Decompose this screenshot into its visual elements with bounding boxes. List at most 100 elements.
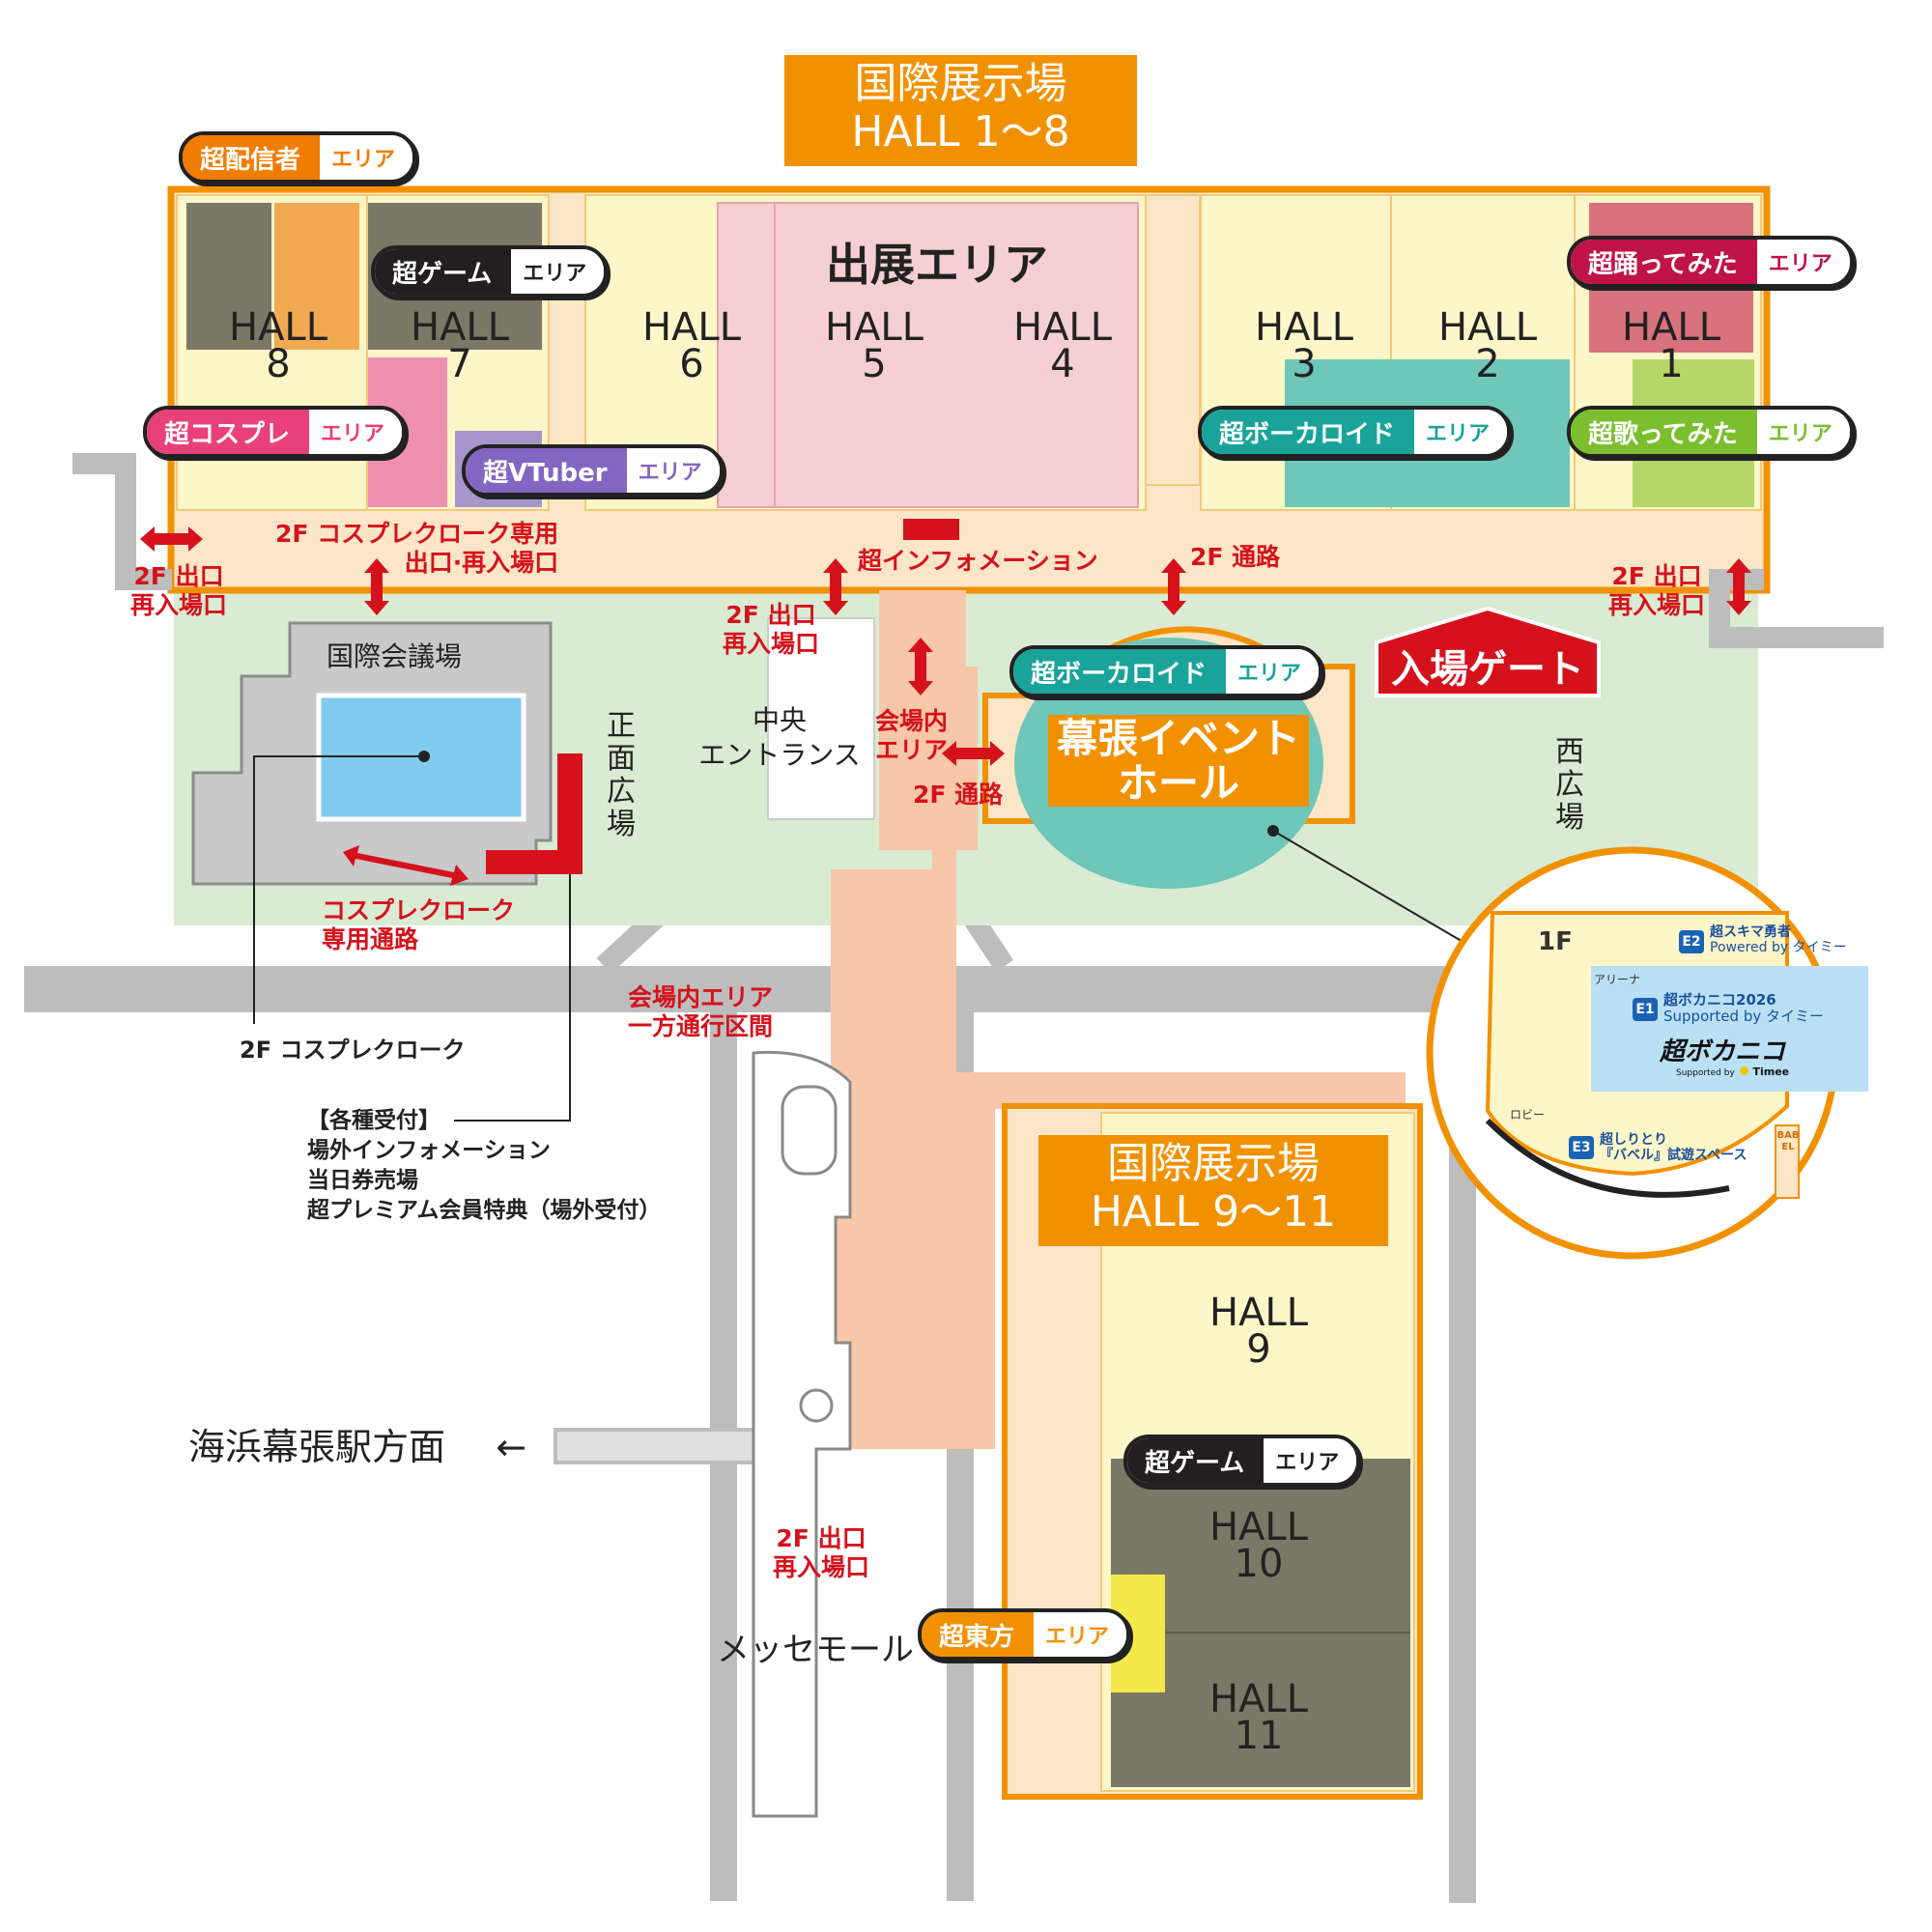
hall-7-line2: 7 <box>447 342 472 386</box>
hall-11-line2: 11 <box>1234 1714 1284 1758</box>
badge-cosplay-sub: エリア <box>309 410 403 454</box>
exit-mall-label: 2F 出口再入場口 <box>773 1524 869 1582</box>
oneway-line2: 一方通行区間 <box>628 1012 774 1040</box>
oneway-label: 会場内エリア一方通行区間 <box>628 983 773 1041</box>
exhibit-area-title: 出展エリア <box>826 239 1048 291</box>
inset-e2-code: E2 <box>1679 930 1704 953</box>
west-plaza-label: 西広場 <box>1555 735 1584 835</box>
leader-line-reception <box>454 874 571 1122</box>
hall-9-11-title-line2: HALL 9〜11 <box>1090 1187 1337 1236</box>
hall-8-line1: HALL <box>228 305 327 350</box>
badge-game-top-main: 超ゲーム <box>375 249 512 294</box>
hall-6-line1: HALL <box>641 305 741 350</box>
hall-10-line2: 10 <box>1234 1542 1284 1586</box>
exit-right-line1: 2F 出口 <box>1611 562 1702 590</box>
inset-e1-logo-brand: Timee <box>1752 1065 1790 1078</box>
exit-right-label: 2F 出口再入場口 <box>1608 562 1705 620</box>
station-arrow-icon: ← <box>496 1426 526 1468</box>
inset-e3-text: 超しりとり 『バベル』試遊スペース <box>1600 1132 1747 1163</box>
exit-left-label: 2F 出口再入場口 <box>130 562 227 620</box>
entry-gate-label: 入場ゲート <box>1391 647 1584 692</box>
event-hall-title-box <box>1048 715 1309 807</box>
cloak-exit-label: 2F コスプレクローク専用出口·再入場口 <box>275 520 558 578</box>
leader-line-cloak <box>253 755 424 1024</box>
hall-7-line1: HALL <box>410 305 509 350</box>
reception-booth <box>486 753 582 874</box>
inset-floor-label: 1F <box>1538 927 1573 956</box>
hall-5-line2: 5 <box>862 342 887 386</box>
badge-odottemita: 超踊ってみたエリア <box>1567 236 1854 288</box>
badge-utattemita-sub: エリア <box>1756 410 1850 454</box>
badge-game-bottom: 超ゲームエリア <box>1123 1435 1361 1487</box>
badge-odottemita-main: 超踊ってみた <box>1571 240 1757 284</box>
badge-vtuber-sub: エリア <box>626 448 720 493</box>
inset-e2-title: 超スキマ勇者 <box>1710 924 1791 940</box>
cloak-exit-line1: 2F コスプレクローク専用 <box>275 520 559 548</box>
badge-cosplay: 超コスプレエリア <box>143 406 407 458</box>
exhibit-area-fill <box>717 202 1139 508</box>
oneway-line1: 会場内エリア <box>628 983 774 1011</box>
badge-vocaloid-top: 超ボーカロイドエリア <box>1198 406 1512 458</box>
hall-10-line1: HALL <box>1208 1505 1308 1549</box>
hall-4-line1: HALL <box>1012 305 1112 350</box>
badge-game-top: 超ゲームエリア <box>371 245 609 298</box>
hall-3-line1: HALL <box>1254 305 1353 350</box>
badge-game-bottom-main: 超ゲーム <box>1127 1438 1264 1483</box>
central-entrance-label: 中央エントランス <box>697 703 862 773</box>
badge-touhou-main: 超東方 <box>922 1612 1035 1657</box>
hall-9-11-title-box <box>1038 1135 1388 1246</box>
venue-area-label: 会場内エリア <box>875 707 948 765</box>
super-info-marker <box>903 519 959 540</box>
front-plaza-label: 正面広場 <box>607 709 636 841</box>
badge-touhou-sub: エリア <box>1034 1612 1127 1657</box>
passage-2f-label: 2F 通路 <box>1190 543 1281 571</box>
hall-2-line1: HALL <box>1437 305 1537 350</box>
exit-mall-line1: 2F 出口 <box>776 1524 867 1552</box>
badge-vocaloid-hall-sub: エリア <box>1226 649 1320 694</box>
inset-e1-sub: Supported by タイミー <box>1663 1008 1824 1025</box>
inset-arena-label: アリーナ <box>1594 973 1641 986</box>
hall-9-line1: HALL <box>1208 1291 1308 1335</box>
inset-e1-text: 超ボカニコ2026 Supported by タイミー <box>1663 992 1824 1025</box>
hall-11-line1: HALL <box>1208 1677 1308 1721</box>
badge-game-bottom-sub: エリア <box>1264 1438 1357 1483</box>
badge-vocaloid-hall-main: 超ボーカロイド <box>1013 649 1227 694</box>
exit-center-line1: 2F 出口 <box>725 601 816 629</box>
reception-line3: 当日券売場 <box>307 1168 418 1193</box>
badge-utattemita-main: 超歌ってみた <box>1571 410 1757 454</box>
central-entrance-line2: エントランス <box>698 739 861 771</box>
central-entrance-line1: 中央 <box>752 704 807 736</box>
stairs-left <box>72 453 172 590</box>
haishinsha-block-orange <box>274 203 359 350</box>
timee-icon <box>1739 1066 1748 1075</box>
venue-area-line1: 会場内 <box>875 707 949 735</box>
inset-e1-logo: 超ボカニコ <box>1660 1037 1786 1066</box>
venue-corridor <box>831 590 1406 1449</box>
badge-vtuber-main: 超VTuber <box>466 448 627 493</box>
station-label: 海浜幕張駅方面 <box>188 1426 446 1468</box>
hall-4-line2: 4 <box>1050 342 1075 386</box>
exit-left-line2: 再入場口 <box>130 591 228 619</box>
walkway-node <box>799 1388 834 1423</box>
red-arrows <box>140 526 1751 886</box>
badge-haishinsha: 超配信者エリア <box>179 131 417 184</box>
reception-line4: 超プレミアム会員特典（場外受付） <box>307 1198 662 1223</box>
central-entrance <box>767 617 875 820</box>
passage-2f-b-label: 2F 通路 <box>913 781 1004 809</box>
station-direction: 海浜幕張駅方面 ← <box>188 1425 526 1469</box>
badge-touhou: 超東方エリア <box>918 1608 1131 1661</box>
cloak-2f-label: 2F コスプレクローク <box>240 1037 466 1064</box>
badge-cosplay-main: 超コスプレ <box>147 410 310 454</box>
reception-line1: 【各種受付】 <box>307 1108 440 1133</box>
badge-game-top-sub: エリア <box>511 249 605 294</box>
event-hall-title-line1: 幕張イベント <box>1056 715 1300 762</box>
event-hall-title: 幕張イベント ホール <box>1048 717 1309 806</box>
hall-1-8-title: 国際展示場 HALL 1〜8 <box>784 60 1137 156</box>
super-info-label: 超インフォメーション <box>858 547 1098 575</box>
inset-e3-title: 超しりとり <box>1600 1132 1667 1148</box>
